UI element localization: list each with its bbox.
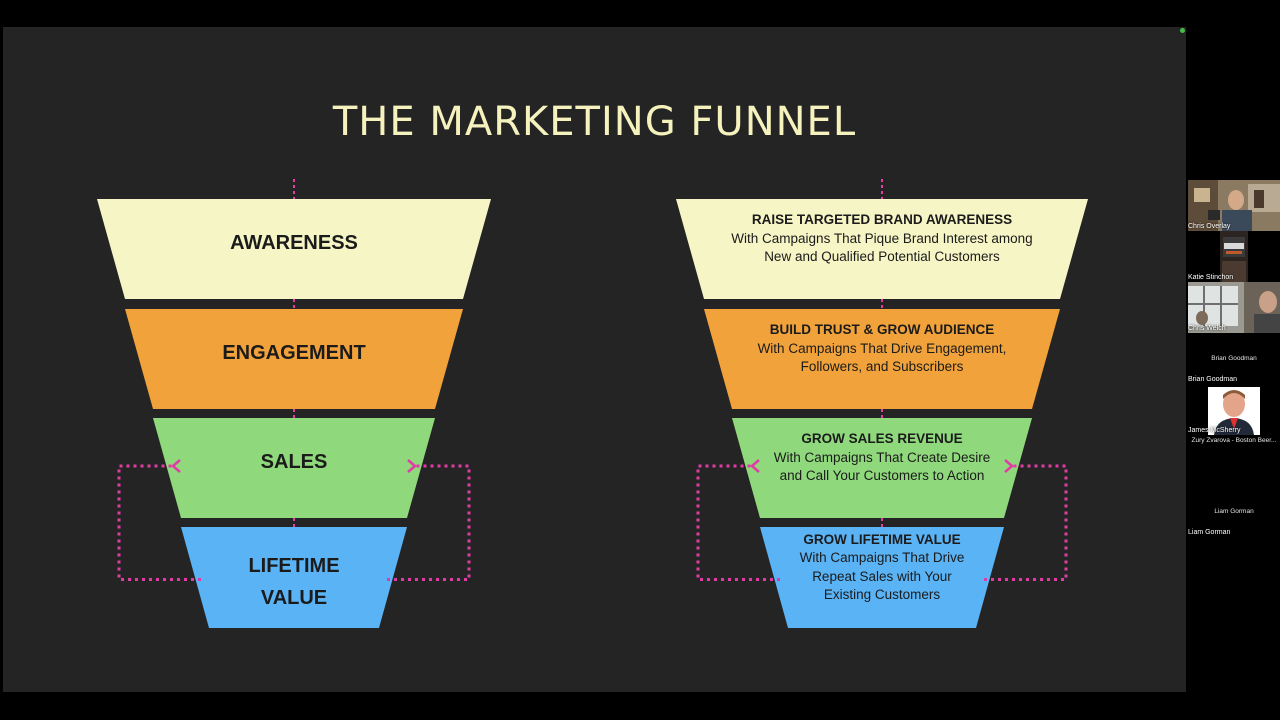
shared-screen-slide: THE MARKETING FUNNEL AWARENESS ENGAGEMENT… — [3, 27, 1186, 692]
left-funnel-label-line: SALES — [260, 451, 328, 473]
left-funnel-stage-4 — [181, 527, 407, 628]
participant-tile[interactable]: James McSherry — [1188, 384, 1280, 435]
right-funnel-line: With Campaigns That Drive Engagement, — [757, 340, 1007, 356]
left-funnel-label-line: ENGAGEMENT — [222, 342, 366, 364]
right-funnel-line: With Campaigns That Pique Brand Interest… — [731, 230, 1033, 246]
participant-center-name: Zury Zvarova - Boston Beer... — [1191, 437, 1277, 444]
participant-tile[interactable]: Liam Gorman Liam Gorman — [1188, 486, 1280, 537]
right-funnel-line: Existing Customers — [823, 587, 941, 602]
right-funnel-line: and Call Your Customers to Action — [779, 468, 985, 484]
participant-tile[interactable]: Zury Zvarova - Boston Beer... — [1188, 435, 1280, 486]
participant-video — [1188, 180, 1280, 231]
participant-gallery[interactable]: Chris Overlay Katie Stinchon — [1188, 180, 1280, 537]
right-funnel-line: Repeat Sales with Your — [812, 568, 952, 584]
right-funnel-text-1: RAISE TARGETED BRAND AWARENESS With Campa… — [692, 211, 1072, 267]
participant-name: James McSherry — [1188, 427, 1241, 434]
right-funnel-text-4: GROW LIFETIME VALUE With Campaigns That D… — [692, 531, 1072, 605]
participant-video — [1188, 282, 1280, 333]
left-funnel-label-3: SALES — [144, 446, 444, 478]
right-loop-arrow-head-icon — [750, 459, 760, 473]
right-funnel-stage-4 — [760, 527, 1004, 628]
participant-name: Chris Overlay — [1188, 223, 1231, 230]
slide-title: THE MARKETING FUNNEL — [332, 99, 857, 145]
right-funnel-line: With Campaigns That Drive — [799, 550, 965, 565]
left-loop-arrow-head-icon — [171, 459, 181, 473]
right-funnel-line: Followers, and Subscribers — [800, 359, 964, 375]
participant-name: Katie Stinchon — [1188, 274, 1234, 281]
participant-video — [1208, 387, 1260, 435]
left-funnel-label-line: LIFETIME — [248, 554, 340, 577]
participant-name: Chris Welch — [1188, 325, 1226, 332]
participant-tile[interactable]: Brian Goodman Brian Goodman — [1188, 333, 1280, 384]
right-funnel-line: New and Qualified Potential Customers — [764, 249, 1000, 265]
participant-tile[interactable]: Katie Stinchon — [1188, 231, 1280, 282]
left-funnel-label-line: AWARENESS — [230, 232, 358, 254]
left-loop-arrow-head-icon — [407, 459, 417, 473]
right-funnel-text-3: GROW SALES REVENUE With Campaigns That Cr… — [692, 430, 1072, 486]
participant-name: Liam Gorman — [1188, 529, 1231, 536]
right-funnel-heading: GROW LIFETIME VALUE — [803, 531, 961, 547]
right-funnel-line: With Campaigns That Create Desire — [773, 449, 991, 465]
right-funnel-text-2: BUILD TRUST & GROW AUDIENCE With Campaign… — [692, 321, 1072, 377]
left-funnel-stage-2 — [125, 309, 463, 409]
left-funnel-label-2: ENGAGEMENT — [144, 337, 444, 369]
left-funnel-label-1: AWARENESS — [144, 227, 444, 259]
left-funnel-label-line: VALUE — [260, 586, 328, 609]
right-funnel-stage-2 — [704, 309, 1060, 409]
right-funnel-heading: BUILD TRUST & GROW AUDIENCE — [769, 322, 995, 338]
participant-center-name: Brian Goodman — [1211, 355, 1257, 362]
right-funnel-heading: GROW SALES REVENUE — [801, 431, 963, 447]
participant-tile[interactable]: Chris Welch — [1188, 282, 1280, 333]
left-funnel-label-4: LIFETIME VALUE — [144, 550, 444, 614]
funnel-graphics — [97, 179, 1088, 628]
right-funnel-heading: RAISE TARGETED BRAND AWARENESS — [751, 212, 1013, 228]
left-funnel-stage-1 — [97, 199, 491, 299]
participant-tile[interactable]: Chris Overlay — [1188, 180, 1280, 231]
right-funnel-stage-1 — [676, 199, 1088, 299]
right-funnel-stage-3 — [732, 418, 1032, 518]
recording-indicator-icon — [1180, 28, 1185, 33]
participant-center-name: Liam Gorman — [1214, 508, 1254, 515]
participant-video — [1220, 231, 1248, 282]
left-funnel-stage-3 — [153, 418, 435, 518]
participant-name: Brian Goodman — [1188, 376, 1238, 383]
right-loop-arrow-head-icon — [1004, 459, 1014, 473]
